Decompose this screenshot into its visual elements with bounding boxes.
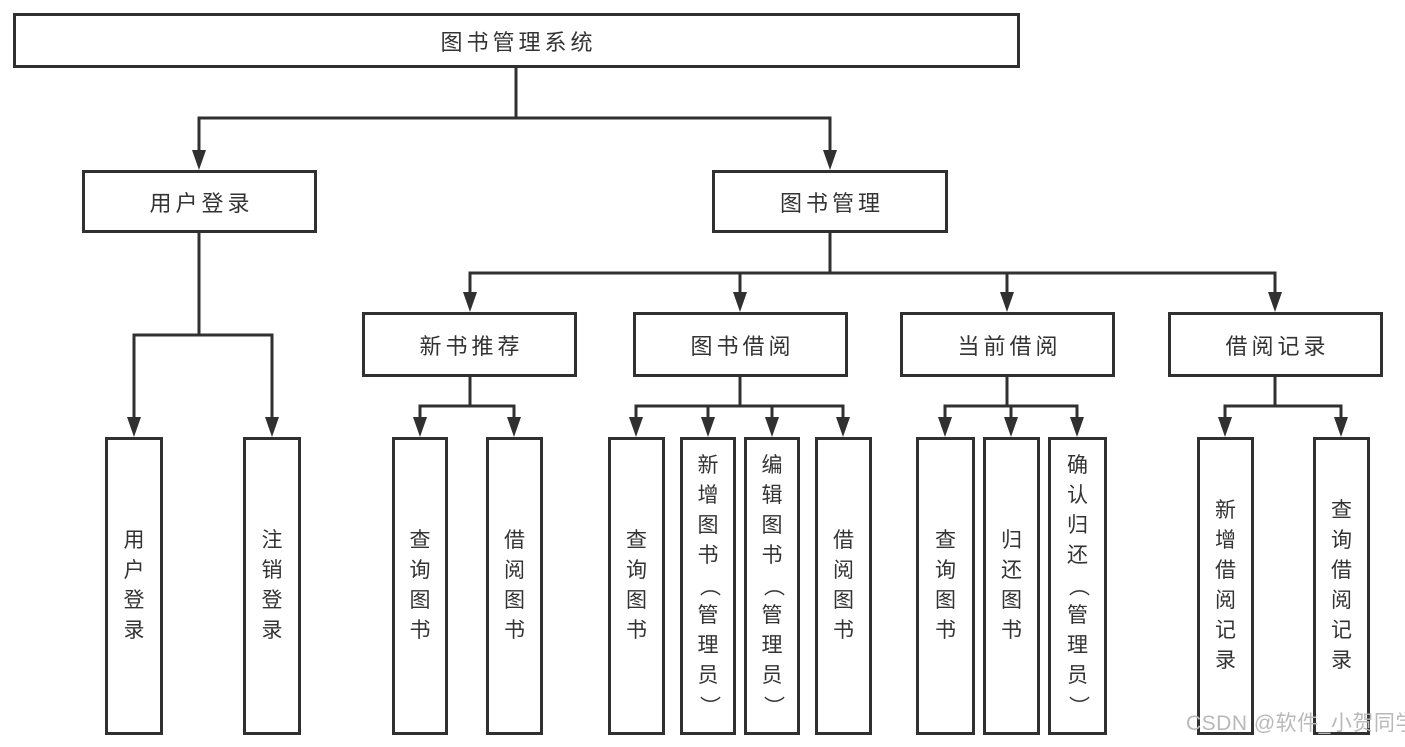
node-leaf-query-borrow-record: 查询借阅记录 [1313, 437, 1370, 735]
node-label-leaf-query-book-3: 查询图书 [935, 529, 956, 642]
node-leaf-query-book-2: 查询图书 [608, 437, 665, 735]
node-label-leaf-logout: 注销登录 [261, 529, 283, 642]
node-leaf-edit-book: 编辑图书（管理员） [744, 437, 800, 735]
node-label-leaf-add-book: 新增图书（管理员） [697, 454, 720, 717]
node-leaf-user-login: 用户登录 [105, 437, 163, 735]
node-label-leaf-return-book: 归还图书 [1001, 529, 1022, 642]
node-label-leaf-borrow-book-1: 借阅图书 [504, 529, 525, 642]
node-label-root: 图书管理系统 [440, 29, 597, 55]
node-leaf-borrow-book-1: 借阅图书 [486, 437, 543, 735]
node-label-new-book-recommend: 新书推荐 [419, 333, 524, 359]
node-leaf-return-book: 归还图书 [983, 437, 1040, 735]
node-label-leaf-edit-book: 编辑图书（管理员） [761, 454, 784, 717]
node-label-leaf-query-book-2: 查询图书 [626, 529, 647, 642]
node-label-leaf-user-login: 用户登录 [123, 529, 145, 642]
node-user-login: 用户登录 [82, 170, 317, 233]
node-label-leaf-query-book-1: 查询图书 [409, 529, 431, 642]
node-new-book-recommend: 新书推荐 [362, 312, 577, 377]
node-root: 图书管理系统 [13, 13, 1020, 68]
node-label-leaf-borrow-book-2: 借阅图书 [833, 529, 854, 642]
node-leaf-query-book-1: 查询图书 [392, 437, 448, 735]
node-label-user-login: 用户登录 [149, 190, 254, 216]
node-label-current-borrowing: 当前借阅 [957, 333, 1062, 359]
node-leaf-add-borrow-record: 新增借阅记录 [1197, 437, 1254, 735]
node-leaf-borrow-book-2: 借阅图书 [815, 437, 872, 735]
node-label-leaf-query-borrow-record: 查询借阅记录 [1331, 499, 1352, 672]
node-leaf-query-book-3: 查询图书 [916, 437, 975, 735]
node-label-book-management: 图书管理 [779, 190, 884, 216]
node-label-book-borrowing: 图书借阅 [690, 333, 795, 359]
watermark-text: CSDN @软件_小贺同学 [1186, 712, 1405, 735]
node-leaf-confirm-return: 确认归还（管理员） [1048, 437, 1107, 735]
node-leaf-add-book: 新增图书（管理员） [680, 437, 736, 735]
node-label-borrowing-records: 借阅记录 [1225, 333, 1330, 359]
node-book-management: 图书管理 [712, 170, 948, 233]
node-leaf-logout: 注销登录 [243, 437, 301, 735]
node-label-leaf-add-borrow-record: 新增借阅记录 [1215, 499, 1236, 672]
node-current-borrowing: 当前借阅 [900, 312, 1115, 377]
node-borrowing-records: 借阅记录 [1168, 312, 1383, 377]
node-book-borrowing: 图书借阅 [633, 312, 848, 377]
node-label-leaf-confirm-return: 确认归还（管理员） [1066, 454, 1090, 717]
